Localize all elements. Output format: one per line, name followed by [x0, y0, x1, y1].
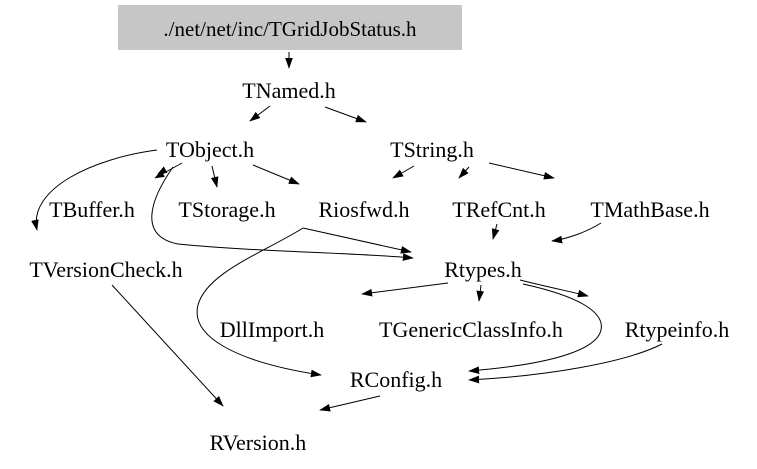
node-rconfig[interactable]: RConfig.h [350, 367, 442, 392]
edge-tstring-to-riosfwd [392, 165, 415, 179]
edge-tstring-to-tmathbase [488, 162, 555, 180]
node-tobject[interactable]: TObject.h [166, 137, 254, 162]
node-tbuffer[interactable]: TBuffer.h [49, 197, 135, 222]
node-tmathbase[interactable]: TMathBase.h [590, 197, 709, 222]
node-tstring[interactable]: TString.h [390, 137, 474, 162]
node-tnamed[interactable]: TNamed.h [242, 78, 335, 103]
edge-rtypes-to-rtypeinfo [519, 279, 589, 298]
node-tstorage[interactable]: TStorage.h [178, 197, 275, 222]
edge-tobject-to-rtypes [151, 166, 414, 261]
edge-tobject-to-tbuffer [154, 162, 183, 179]
edge-riosfwd-to-rtypes [302, 227, 412, 254]
edge-tnamed-to-tstring [324, 106, 367, 123]
edge-tstring-to-trefcnt [458, 166, 470, 179]
node-rversion[interactable]: RVersion.h [210, 430, 307, 455]
node-rtypeinfo[interactable]: Rtypeinfo.h [625, 317, 730, 342]
node-riosfwd[interactable]: Riosfwd.h [318, 197, 409, 222]
edge-tobject-to-tversioncheck [31, 149, 158, 231]
edge-trefcnt-to-rtypes [491, 223, 500, 240]
edge-rtypes-to-tgenericclassinfo [476, 284, 485, 302]
node-tgenericclassinfo[interactable]: TGenericClassInfo.h [379, 317, 563, 342]
edge-riosfwd-to-rconfig [196, 227, 322, 378]
edge-tobject-to-tstorage [210, 165, 219, 188]
node-tgridjobstatus: ./net/net/inc/TGridJobStatus.h [163, 17, 417, 41]
node-rtypes[interactable]: Rtypes.h [444, 257, 522, 282]
edge-tmathbase-to-rtypes [551, 222, 602, 244]
edge-tversioncheck-to-rversion [111, 284, 224, 407]
edge-tobject-to-riosfwd [252, 164, 300, 185]
edge-rtypeinfo-to-rconfig [468, 343, 663, 384]
node-tversioncheck[interactable]: TVersionCheck.h [29, 257, 182, 282]
edge-rtypes-to-dllimport [361, 282, 449, 297]
edge-tnamed-to-tobject [249, 105, 271, 122]
edge-rconfig-to-rversion [319, 395, 381, 412]
root-node-box [118, 5, 462, 50]
edge-rtypes-to-rconfig [468, 283, 602, 375]
node-trefcnt[interactable]: TRefCnt.h [452, 197, 546, 222]
node-dllimport[interactable]: DllImport.h [220, 317, 325, 342]
